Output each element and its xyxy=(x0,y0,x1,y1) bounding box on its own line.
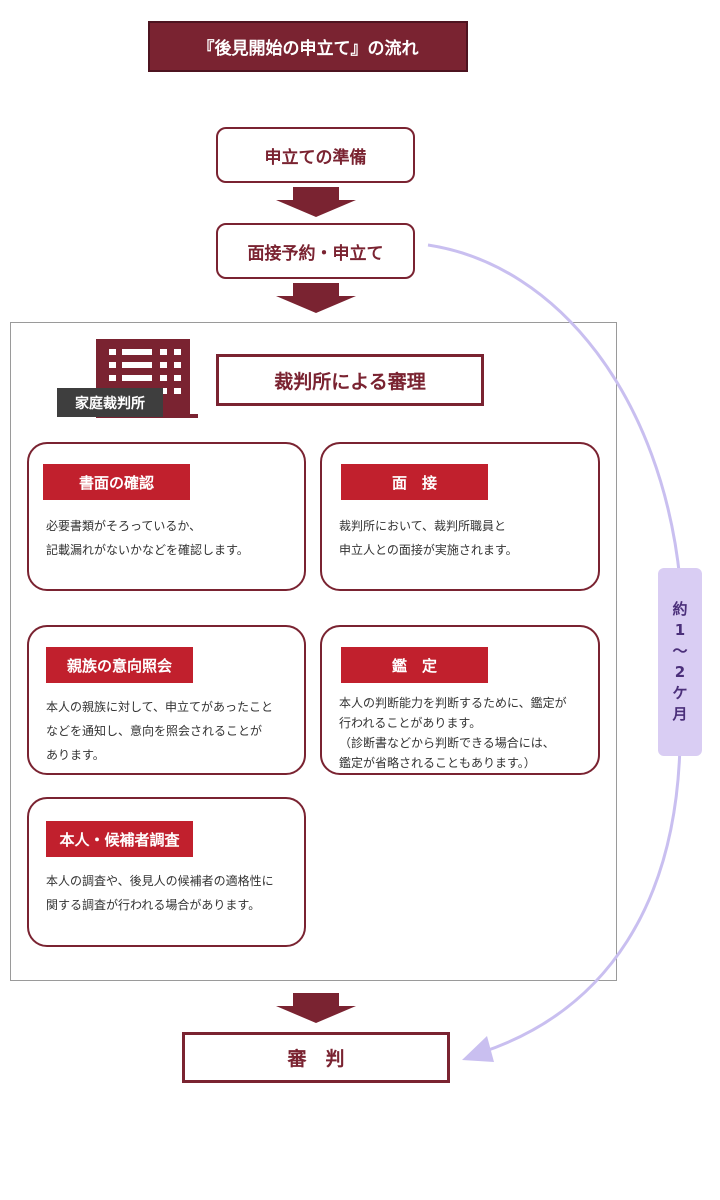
card-line: 申立人との面接が実施されます。 xyxy=(339,543,518,557)
step-apply: 面接予約・申立て xyxy=(216,223,415,279)
card-person-candidate-survey: 本人・候補者調査 本人の調査や、後見人の候補者の適格性に 関する調査が行われる場… xyxy=(27,797,306,947)
down-arrow-icon xyxy=(276,283,356,313)
card-appraisal: 鑑 定 本人の判断能力を判断するために、鑑定が 行われることがあります。 （診断… xyxy=(320,625,600,775)
card-line: などを通知し、意向を照会されることが xyxy=(46,724,263,738)
card-interview: 面 接 裁判所において、裁判所職員と 申立人との面接が実施されます。 xyxy=(320,442,600,591)
card-line: 鑑定が省略されることもあります。） xyxy=(339,756,536,770)
review-title: 裁判所による審理 xyxy=(216,354,484,406)
duration-char: ～ xyxy=(672,642,688,660)
card-description: 本人の判断能力を判断するために、鑑定が 行われることがあります。 （診断書などか… xyxy=(339,693,586,773)
duration-char: 1 xyxy=(674,621,686,639)
step-prepare: 申立ての準備 xyxy=(216,127,415,183)
card-line: 関する調査が行われる場合があります。 xyxy=(46,898,261,912)
card-line: 本人の親族に対して、申立てがあったこと xyxy=(46,700,274,714)
duration-char: 約 xyxy=(672,600,688,618)
court-label: 家庭裁判所 xyxy=(57,388,163,417)
diagram-title: 『後見開始の申立て』の流れ xyxy=(148,21,468,72)
duration-label: 約 1 ～ 2 ケ 月 xyxy=(658,568,702,756)
card-line: 行われることがあります。 xyxy=(339,716,482,730)
card-relatives-inquiry: 親族の意向照会 本人の親族に対して、申立てがあったこと などを通知し、意向を照会… xyxy=(27,625,306,775)
card-document-check: 書面の確認 必要書類がそろっているか、 記載漏れがないかなどを確認します。 xyxy=(27,442,306,591)
card-line: （診断書などから判断できる場合には、 xyxy=(339,736,555,750)
duration-char: 2 xyxy=(674,663,686,681)
card-line: 記載漏れがないかなどを確認します。 xyxy=(46,543,249,557)
duration-char: ケ xyxy=(672,684,688,702)
card-heading: 面 接 xyxy=(341,464,488,500)
card-description: 本人の親族に対して、申立てがあったこと などを通知し、意向を照会されることが あ… xyxy=(46,695,292,767)
card-heading: 親族の意向照会 xyxy=(46,647,193,683)
card-description: 裁判所において、裁判所職員と 申立人との面接が実施されます。 xyxy=(339,514,586,562)
card-line: あります。 xyxy=(46,748,105,762)
down-arrow-icon xyxy=(276,187,356,217)
card-line: 本人の調査や、後見人の候補者の適格性に xyxy=(46,874,274,888)
card-heading: 鑑 定 xyxy=(341,647,488,683)
card-heading: 書面の確認 xyxy=(43,464,190,500)
down-arrow-icon xyxy=(276,993,356,1023)
card-line: 必要書類がそろっているか、 xyxy=(46,519,202,533)
card-description: 本人の調査や、後見人の候補者の適格性に 関する調査が行われる場合があります。 xyxy=(46,869,292,917)
duration-char: 月 xyxy=(672,705,688,723)
card-line: 裁判所において、裁判所職員と xyxy=(339,519,507,533)
card-heading: 本人・候補者調査 xyxy=(46,821,193,857)
card-description: 必要書類がそろっているか、 記載漏れがないかなどを確認します。 xyxy=(46,514,292,562)
step-judgment: 審 判 xyxy=(182,1032,450,1083)
card-line: 本人の判断能力を判断するために、鑑定が xyxy=(339,696,567,710)
